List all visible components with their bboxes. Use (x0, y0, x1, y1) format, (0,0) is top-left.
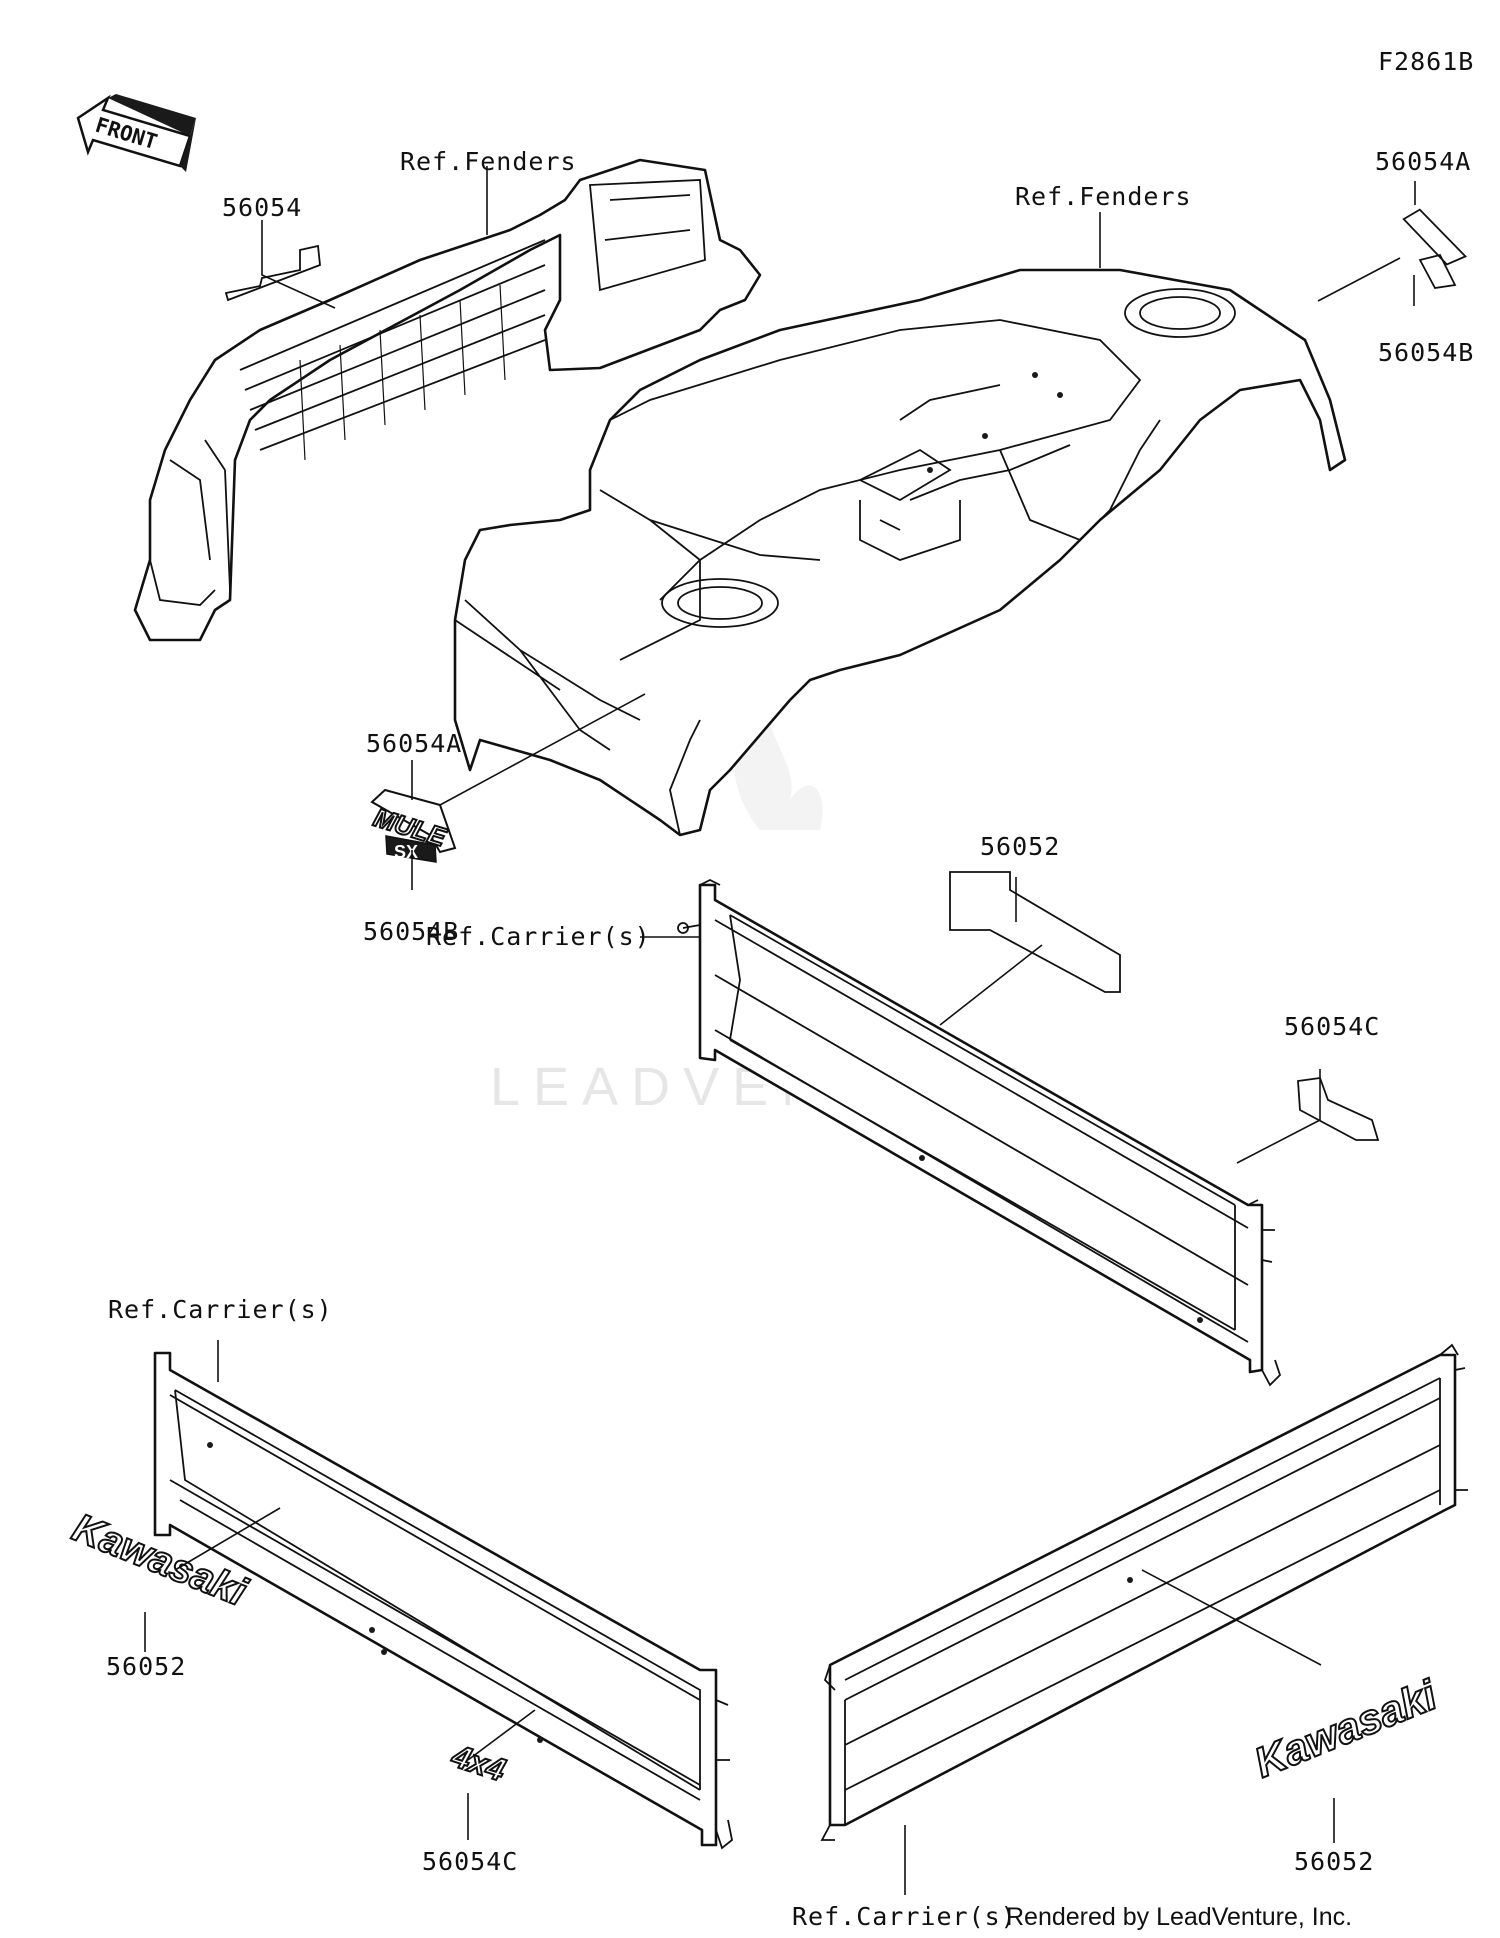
right-kawasaki-decal: Kawasaki (1247, 1670, 1445, 1788)
rear-decal-56054b (1418, 253, 1457, 289)
four-x-four-text: 4x4 (447, 1737, 510, 1788)
label-ref-fenders-rear: Ref.Fenders (1015, 182, 1192, 211)
label-front-panel-decal-c: 56054C (1284, 1012, 1380, 1041)
label-left-4x4: 56054C (422, 1847, 518, 1876)
front-grille-panel (133, 158, 762, 642)
front-arrow-icon: FRONT (76, 94, 196, 172)
label-left-kawasaki: 56052 (106, 1652, 186, 1681)
left-carrier-panel (153, 1351, 733, 1850)
label-rear-decal-b: 56054B (1378, 338, 1474, 367)
label-rear-decal-a: 56054A (1375, 147, 1471, 176)
label-right-kawasaki: 56052 (1294, 1847, 1374, 1876)
grille-decal-56054 (224, 244, 321, 302)
label-ref-carrier-front: Ref.Carrier(s) (426, 922, 651, 951)
credit-text: Rendered by LeadVenture, Inc. (1006, 1903, 1352, 1931)
figure-id: F2861B (1378, 47, 1474, 76)
label-ref-fenders-front: Ref.Fenders (400, 147, 577, 176)
label-grille-decal: 56054 (222, 193, 302, 222)
label-emblem-b: 56054B (363, 917, 459, 946)
rear-fender-body (453, 268, 1347, 837)
label-front-panel-decal: 56052 (980, 832, 1060, 861)
right-carrier-panel (820, 1343, 1468, 1841)
front-panel-decal-56054c (1297, 1077, 1380, 1141)
sx-emblem-text: SX (394, 842, 418, 862)
leader-lines (144, 166, 1416, 1895)
four-x-four-decal: 4x4 (446, 1736, 511, 1789)
label-emblem-a: 56054A (366, 729, 462, 758)
label-ref-carrier-right: Ref.Carrier(s) (792, 1902, 1017, 1931)
label-ref-carrier-left: Ref.Carrier(s) (108, 1295, 333, 1324)
front-carrier-panel (677, 878, 1282, 1387)
right-kawasaki-text: Kawasaki (1248, 1671, 1444, 1787)
front-panel-decal-56052 (949, 871, 1121, 993)
rear-decal-56054a (1402, 208, 1468, 266)
